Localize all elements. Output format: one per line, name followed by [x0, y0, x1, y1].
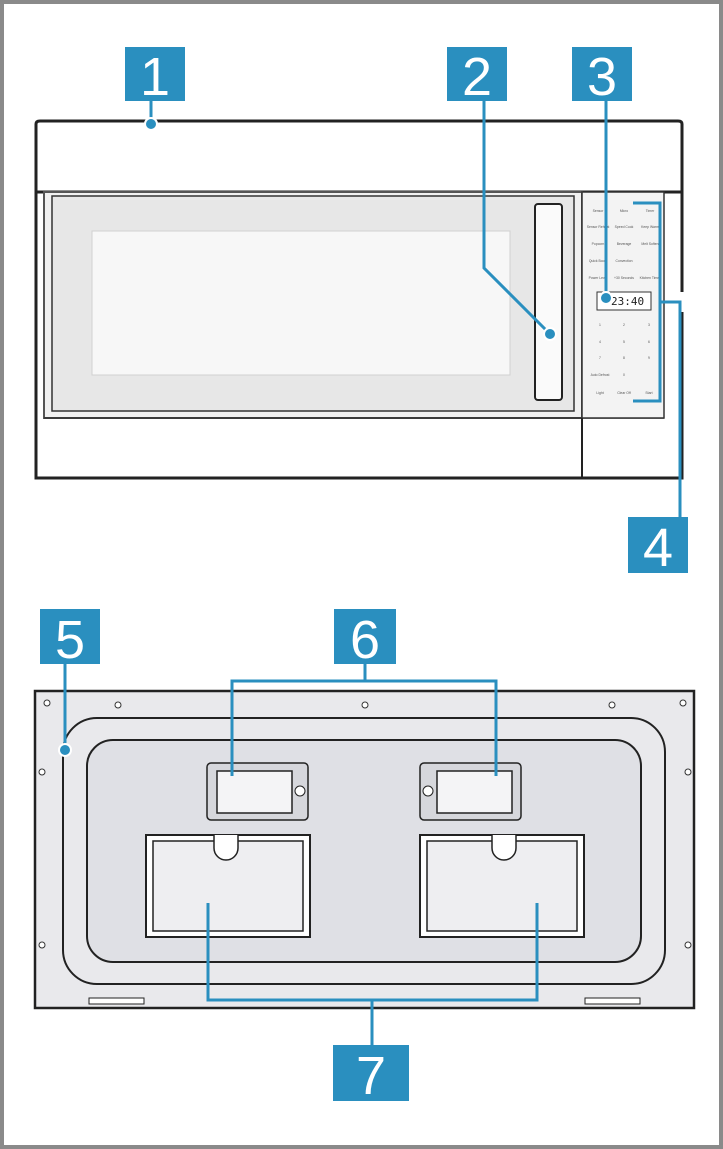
small-cover-left — [206, 762, 309, 821]
key-digit[interactable]: Auto Defrost — [591, 373, 610, 377]
key-digit[interactable]: 4 — [599, 340, 601, 344]
large-cover-right — [419, 834, 585, 938]
screw-holes — [38, 699, 692, 949]
callout-dot — [58, 743, 72, 757]
callout-number: 6 — [350, 610, 380, 670]
callout-number: 2 — [462, 47, 492, 107]
callout-dot — [543, 327, 557, 341]
key-label[interactable]: Convection — [616, 259, 633, 263]
key-label[interactable]: Sensor Reheat — [587, 225, 610, 229]
callout-box — [125, 47, 185, 101]
callout-4: 4 — [628, 201, 688, 578]
key-digit[interactable]: 6 — [648, 340, 650, 344]
large-cover-left — [145, 834, 311, 938]
key-label[interactable]: Popcorn — [592, 242, 605, 246]
key-label[interactable]: Melt Soften — [641, 242, 658, 246]
callout-number: 3 — [587, 47, 617, 107]
callout-number: 1 — [140, 47, 170, 107]
callout-box — [628, 517, 688, 573]
key-digit[interactable]: 8 — [623, 356, 625, 360]
vent-strip — [34, 119, 684, 194]
key-label[interactable]: Sensor — [593, 209, 605, 213]
key-label[interactable]: Clear Off — [617, 391, 631, 395]
key-label[interactable]: Timer — [646, 209, 655, 213]
small-cover-right — [419, 762, 522, 821]
key-digit[interactable]: 2 — [623, 323, 625, 327]
key-label[interactable]: Micro — [620, 209, 628, 213]
key-digit[interactable]: 7 — [599, 356, 601, 360]
callout-number: 4 — [643, 518, 673, 578]
callout-box — [333, 1045, 409, 1101]
slot-right — [584, 997, 641, 1005]
callout-number: 7 — [356, 1046, 386, 1106]
key-label[interactable]: Start — [645, 391, 652, 395]
key-digit[interactable]: 9 — [648, 356, 650, 360]
callout-box — [40, 609, 100, 664]
callout-7: 7 — [206, 903, 539, 1106]
key-label[interactable]: Power Level — [589, 276, 608, 280]
key-label[interactable]: Beverage — [617, 242, 632, 246]
callout-number: 5 — [55, 610, 85, 670]
callout-dot — [144, 117, 158, 131]
key-digit[interactable]: 1 — [599, 323, 601, 327]
key-digit[interactable]: 3 — [648, 323, 650, 327]
callout-box — [334, 609, 396, 664]
callout-box — [572, 47, 632, 101]
door-window — [91, 230, 511, 376]
key-label[interactable]: Keep Warm — [641, 225, 659, 229]
microwave-front: Sensor Micro Timer Sensor Reheat Speed C… — [34, 119, 684, 480]
callout-3: 3 — [572, 47, 632, 305]
slot-left — [88, 997, 145, 1005]
key-label[interactable]: Quick Boost — [589, 259, 607, 263]
callout-1: 1 — [125, 47, 185, 131]
callout-box — [447, 47, 507, 101]
callout-2: 2 — [447, 47, 557, 341]
callout-5: 5 — [40, 609, 100, 757]
key-digit[interactable]: 0 — [623, 373, 625, 377]
key-digit[interactable]: 5 — [623, 340, 625, 344]
door-handle — [534, 203, 563, 401]
plate-frame-outer — [62, 717, 666, 985]
key-label[interactable]: Light — [596, 391, 603, 395]
callout-dot — [599, 291, 613, 305]
callout-6: 6 — [230, 609, 498, 776]
mounting-plate — [33, 689, 696, 1010]
display-time: 23:40 — [611, 295, 644, 308]
key-label[interactable]: Kitchen Timer — [640, 276, 662, 280]
key-label[interactable]: Speed Cook — [615, 225, 634, 229]
key-label[interactable]: +30 Seconds — [614, 276, 634, 280]
